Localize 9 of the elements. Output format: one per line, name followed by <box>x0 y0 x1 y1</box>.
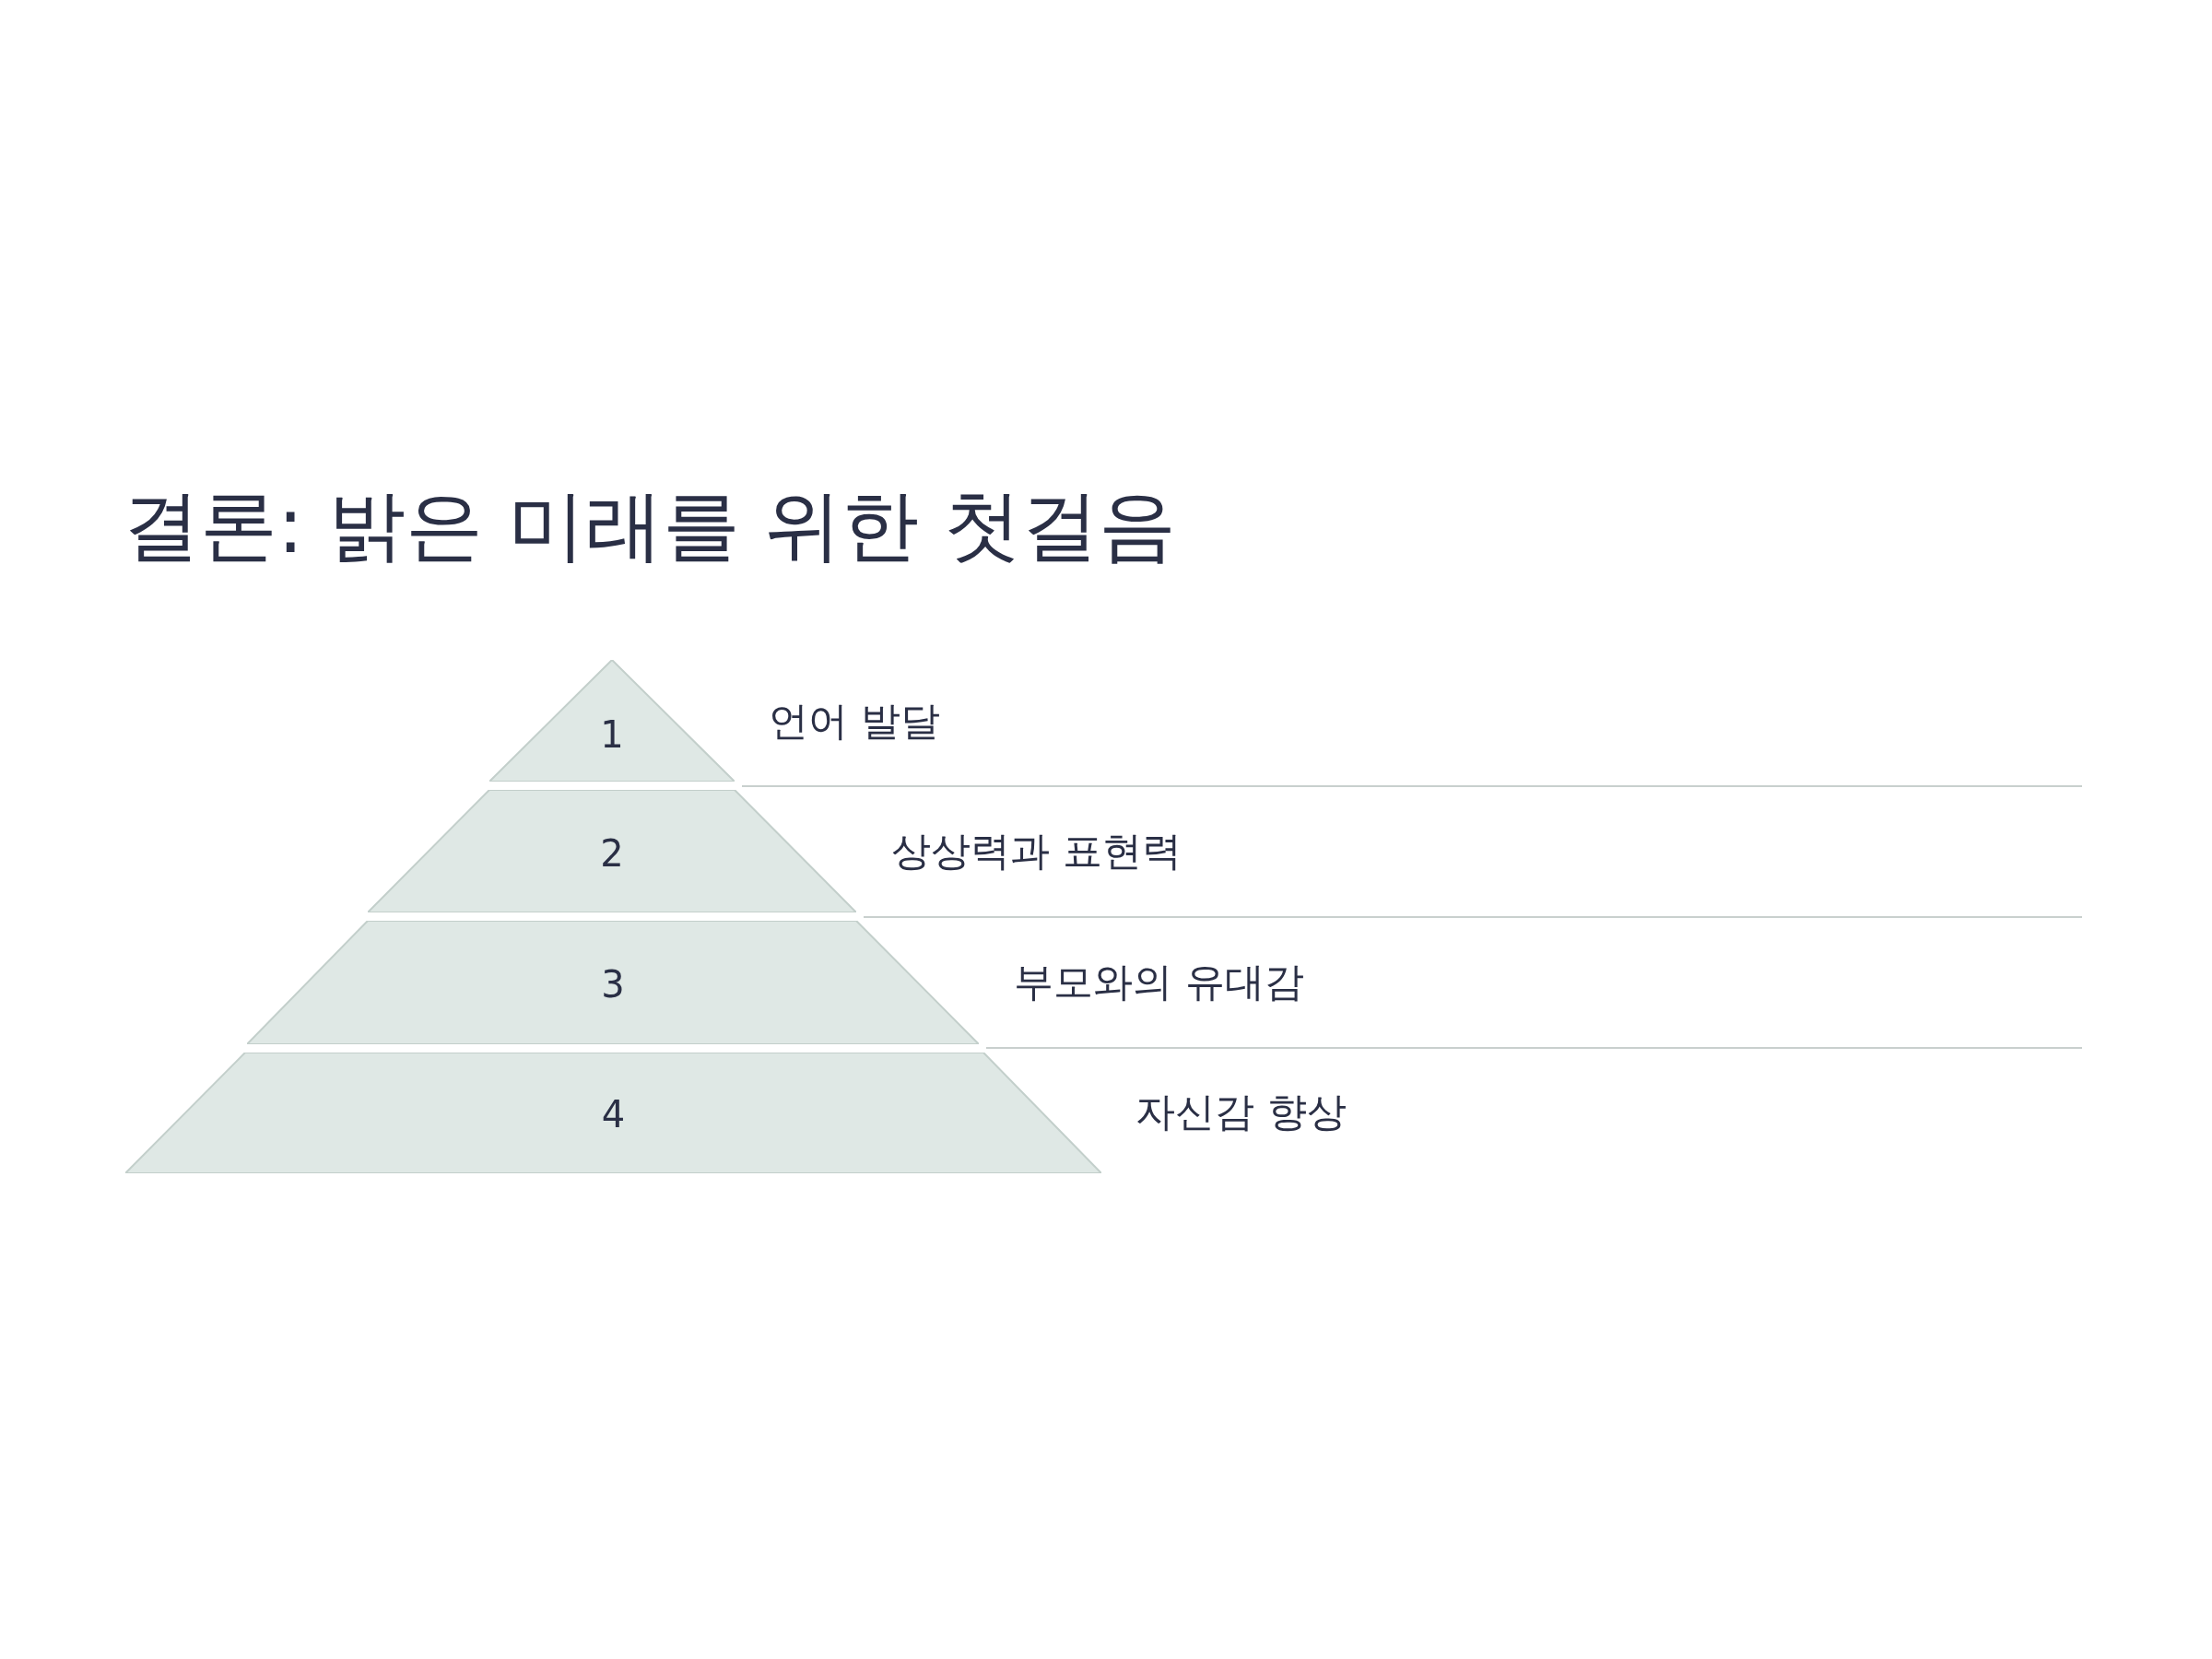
tier-label: 자신감 향상 <box>1135 1088 1347 1136</box>
tier-label: 상상력과 표현력 <box>891 827 1182 876</box>
tier-label: 언어 발달 <box>769 697 940 746</box>
tier-label: 부모와의 유대감 <box>1014 958 1304 1006</box>
tier-number: 4 <box>601 1093 626 1135</box>
tier-number: 1 <box>600 713 624 756</box>
title: 결론: 밝은 미래를 위한 첫걸음 <box>123 479 1177 572</box>
tier-number: 3 <box>601 963 625 1006</box>
tier-number: 2 <box>600 832 624 875</box>
